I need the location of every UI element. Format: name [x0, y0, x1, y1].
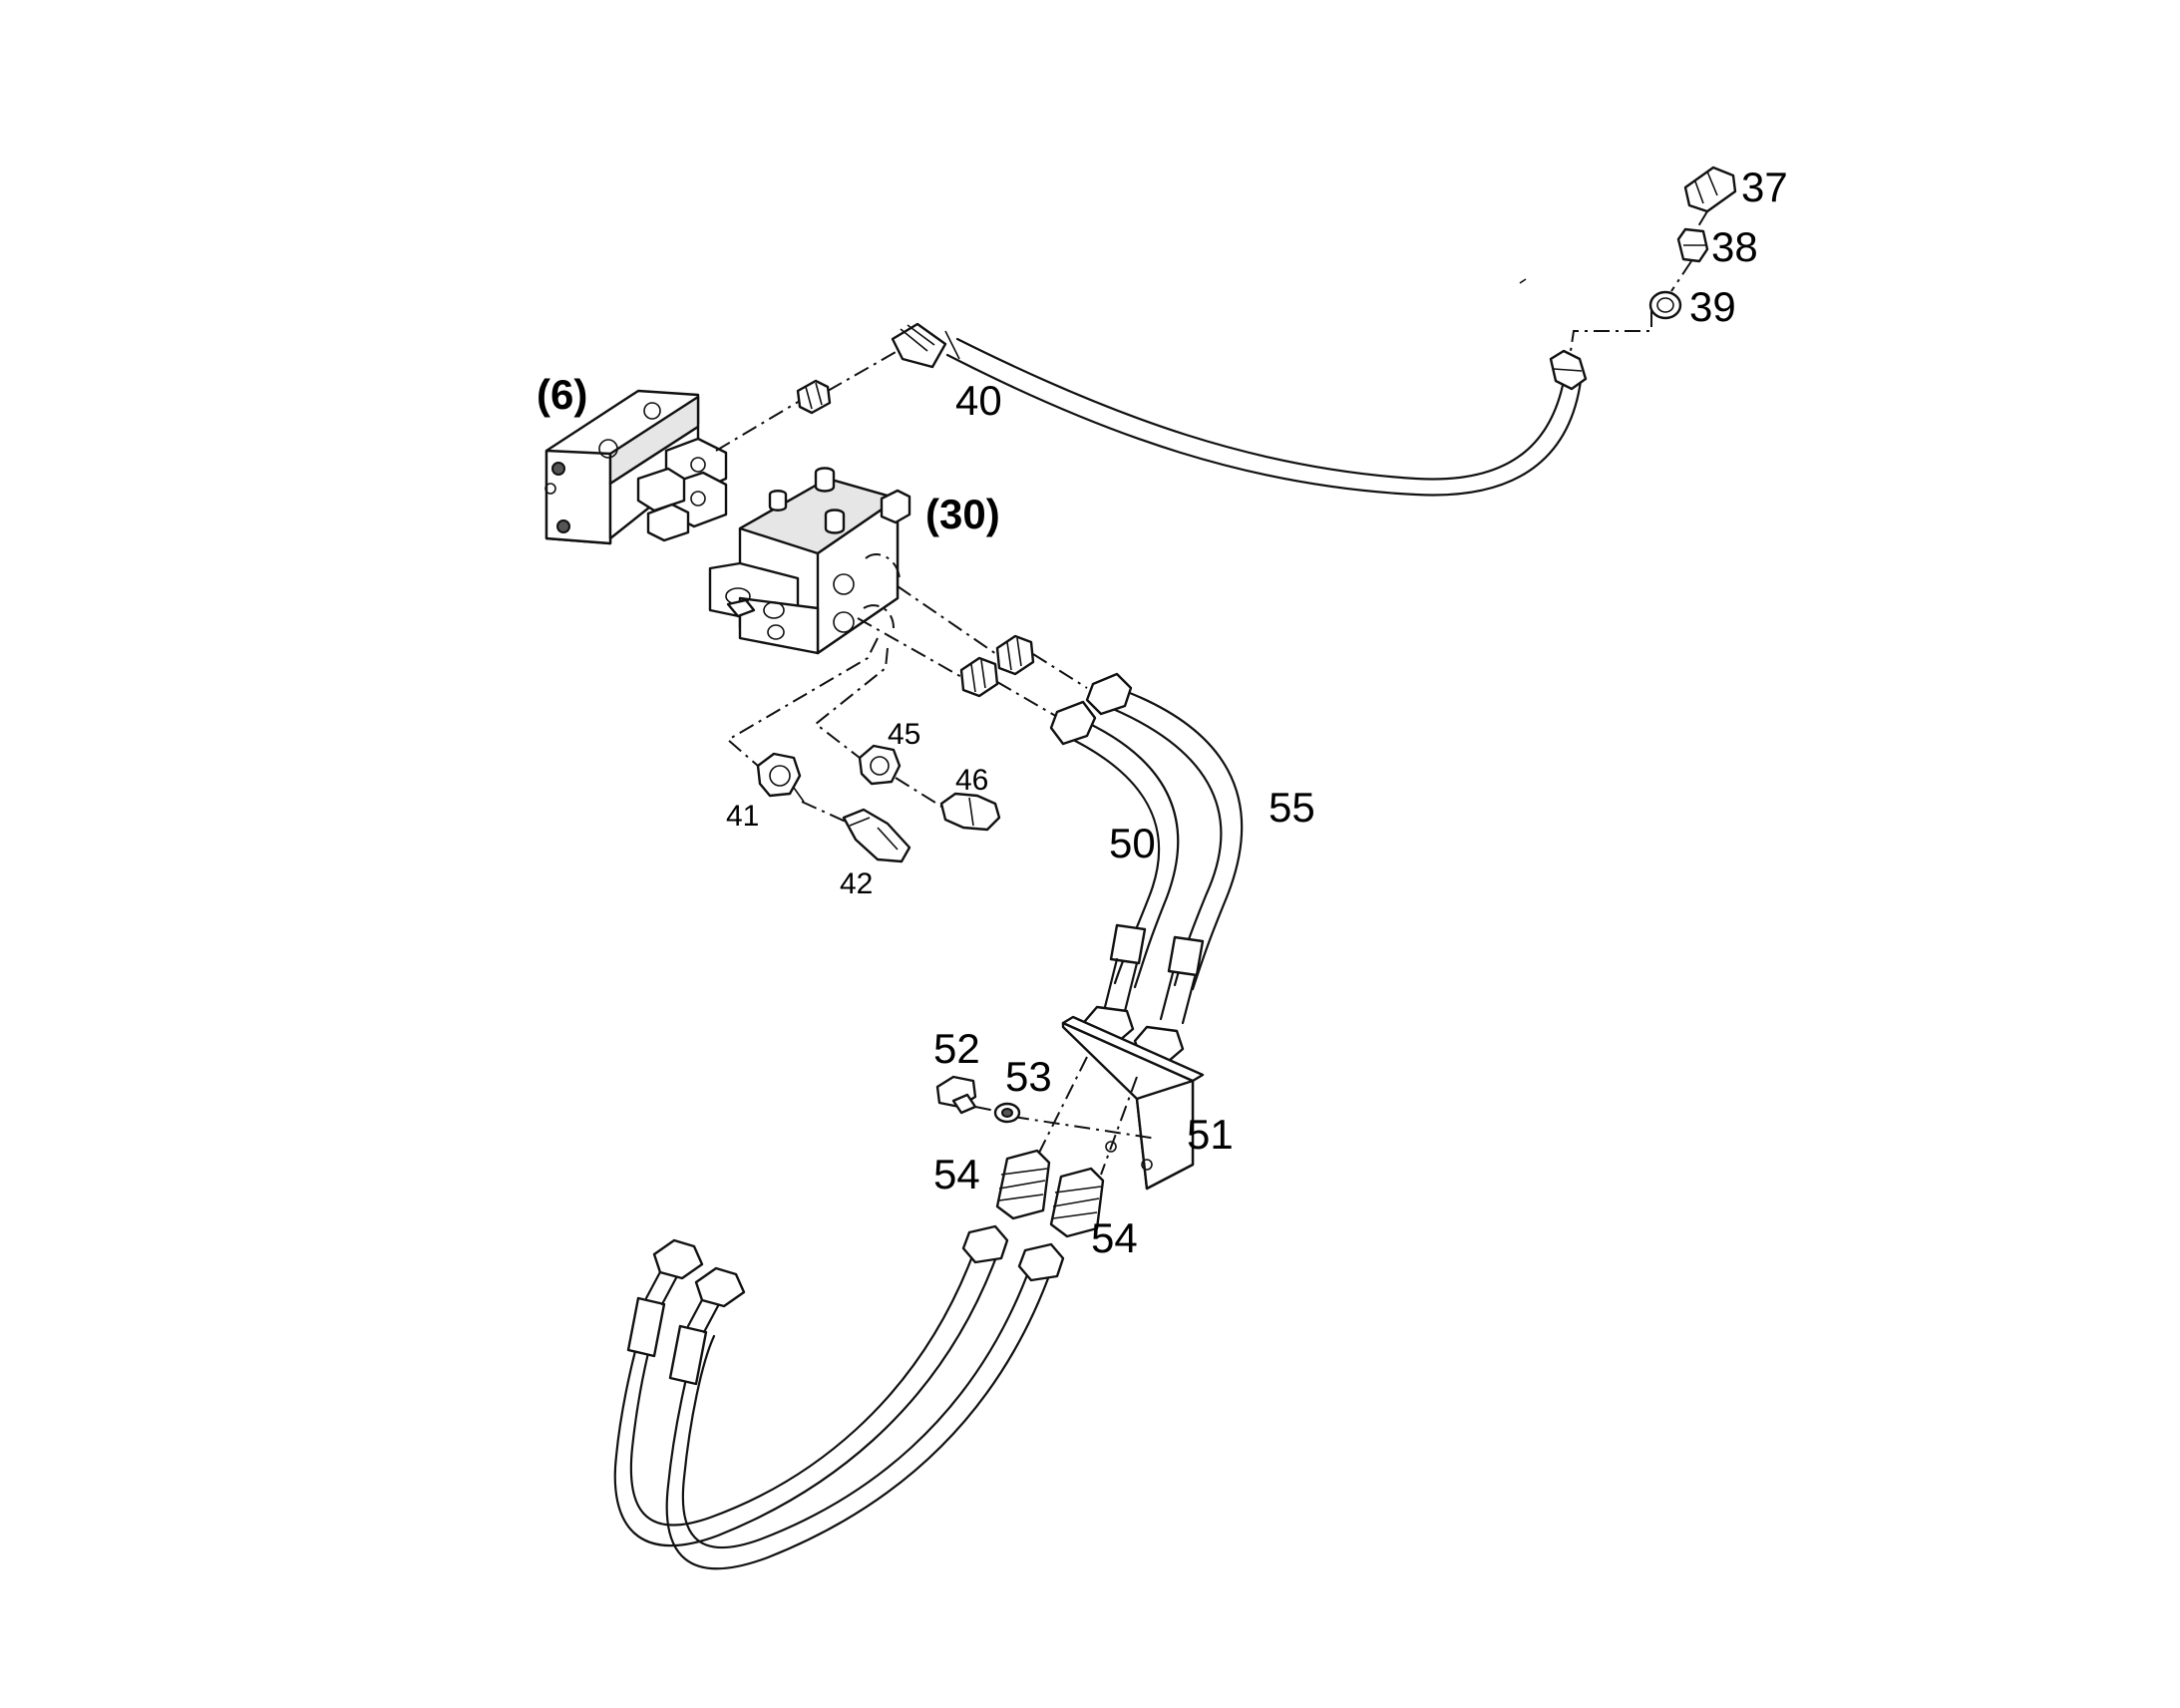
bulkhead-fitting-54b: [1049, 1167, 1105, 1238]
hose-50: [1049, 700, 1180, 1043]
label-37: 37: [1741, 164, 1788, 210]
hose-55: [1085, 672, 1244, 1063]
label-52: 52: [933, 1025, 980, 1072]
label-6: (6): [537, 371, 587, 418]
label-55: 55: [1269, 784, 1315, 831]
label-50: 50: [1109, 820, 1156, 866]
lower-hose-pair: [613, 1224, 1065, 1570]
label-54-right: 54: [1091, 1214, 1138, 1261]
bolt-52: [935, 1075, 977, 1115]
leader-41-42: [801, 801, 847, 823]
hose-40: [891, 322, 1588, 497]
leader-bracket: [1012, 1056, 1158, 1176]
label-39: 39: [1689, 283, 1736, 330]
valve-block-6: [545, 389, 728, 545]
label-53: 53: [1005, 1053, 1052, 1100]
fitting-37: [1683, 166, 1737, 213]
elbow-46: [939, 792, 1001, 832]
tick-mark: [1519, 278, 1527, 284]
label-42: 42: [840, 867, 873, 900]
port-adapters: [959, 634, 1035, 698]
label-45: 45: [888, 718, 920, 751]
fitting-41: [756, 752, 805, 803]
label-41: 41: [726, 800, 759, 833]
label-51: 51: [1187, 1111, 1234, 1158]
fitting-45: [858, 744, 902, 786]
leader-52-53: [974, 1106, 996, 1112]
elbow-42: [842, 808, 911, 863]
label-30: (30): [925, 491, 1000, 537]
label-54-left: 54: [933, 1151, 980, 1197]
leader-30-adapters: [857, 585, 1088, 719]
manifold-block-30: [708, 467, 911, 655]
leader-30-41-45: [726, 637, 889, 767]
fitting-39: [1648, 290, 1682, 320]
bracket-51: [1061, 1015, 1205, 1191]
adapter-fitting: [796, 379, 832, 415]
washer-53: [993, 1102, 1021, 1124]
leader-37-38-39: [1570, 210, 1708, 352]
fitting-38: [1676, 227, 1709, 263]
bulkhead-fitting-54a: [995, 1149, 1051, 1220]
leader-45-46: [895, 777, 944, 809]
leader-6-40: [715, 350, 899, 452]
label-46: 46: [955, 764, 988, 797]
label-40: 40: [955, 377, 1002, 424]
label-38: 38: [1711, 223, 1758, 270]
